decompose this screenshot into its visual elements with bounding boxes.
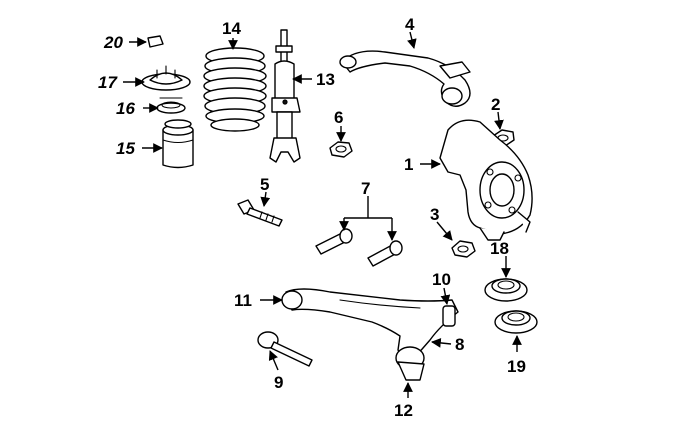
part-1-knuckle (439, 119, 533, 241)
callout-6: 6 (334, 108, 343, 127)
callout-13: 13 (316, 70, 335, 89)
callout-3: 3 (430, 205, 439, 224)
callout-2: 2 (491, 95, 500, 114)
callout-7: 7 (361, 179, 370, 198)
part-5-bolt (237, 199, 283, 227)
part-4-upper-control-arm (339, 50, 471, 107)
callout-16: 16 (116, 99, 135, 118)
callout-19: 19 (507, 357, 526, 376)
part-14-coil-spring (203, 47, 267, 132)
part-20-cap (147, 35, 164, 48)
part-17-upper-mount (141, 65, 191, 91)
callout-11: 11 (234, 291, 252, 310)
callout-20: 20 (103, 33, 123, 52)
part-10-bushing (442, 305, 456, 327)
callout-9: 9 (274, 373, 283, 392)
callout-14: 14 (222, 19, 241, 38)
part-3-nut (451, 240, 476, 258)
callout-labels: 20 17 16 15 14 13 4 2 6 1 5 7 3 18 10 11… (98, 15, 526, 420)
part-16-bearing (156, 97, 186, 114)
part-11-lower-control-arm (281, 288, 459, 381)
callout-18: 18 (490, 239, 509, 258)
callout-5: 5 (260, 175, 269, 194)
part-18-seat (484, 278, 528, 302)
part-19-seat (494, 310, 538, 334)
part-13-strut (269, 29, 301, 163)
callout-10: 10 (432, 270, 451, 289)
part-7-bolts (315, 228, 403, 267)
part-6-nut (329, 141, 353, 158)
callout-17: 17 (98, 73, 118, 92)
callout-4: 4 (405, 15, 415, 34)
callout-1: 1 (404, 155, 413, 174)
part-9-bolt (257, 331, 313, 367)
leader-lines (123, 31, 522, 398)
callout-8: 8 (455, 335, 464, 354)
callout-12: 12 (394, 401, 413, 420)
callout-15: 15 (116, 139, 135, 158)
part-15-bumper (162, 119, 194, 169)
